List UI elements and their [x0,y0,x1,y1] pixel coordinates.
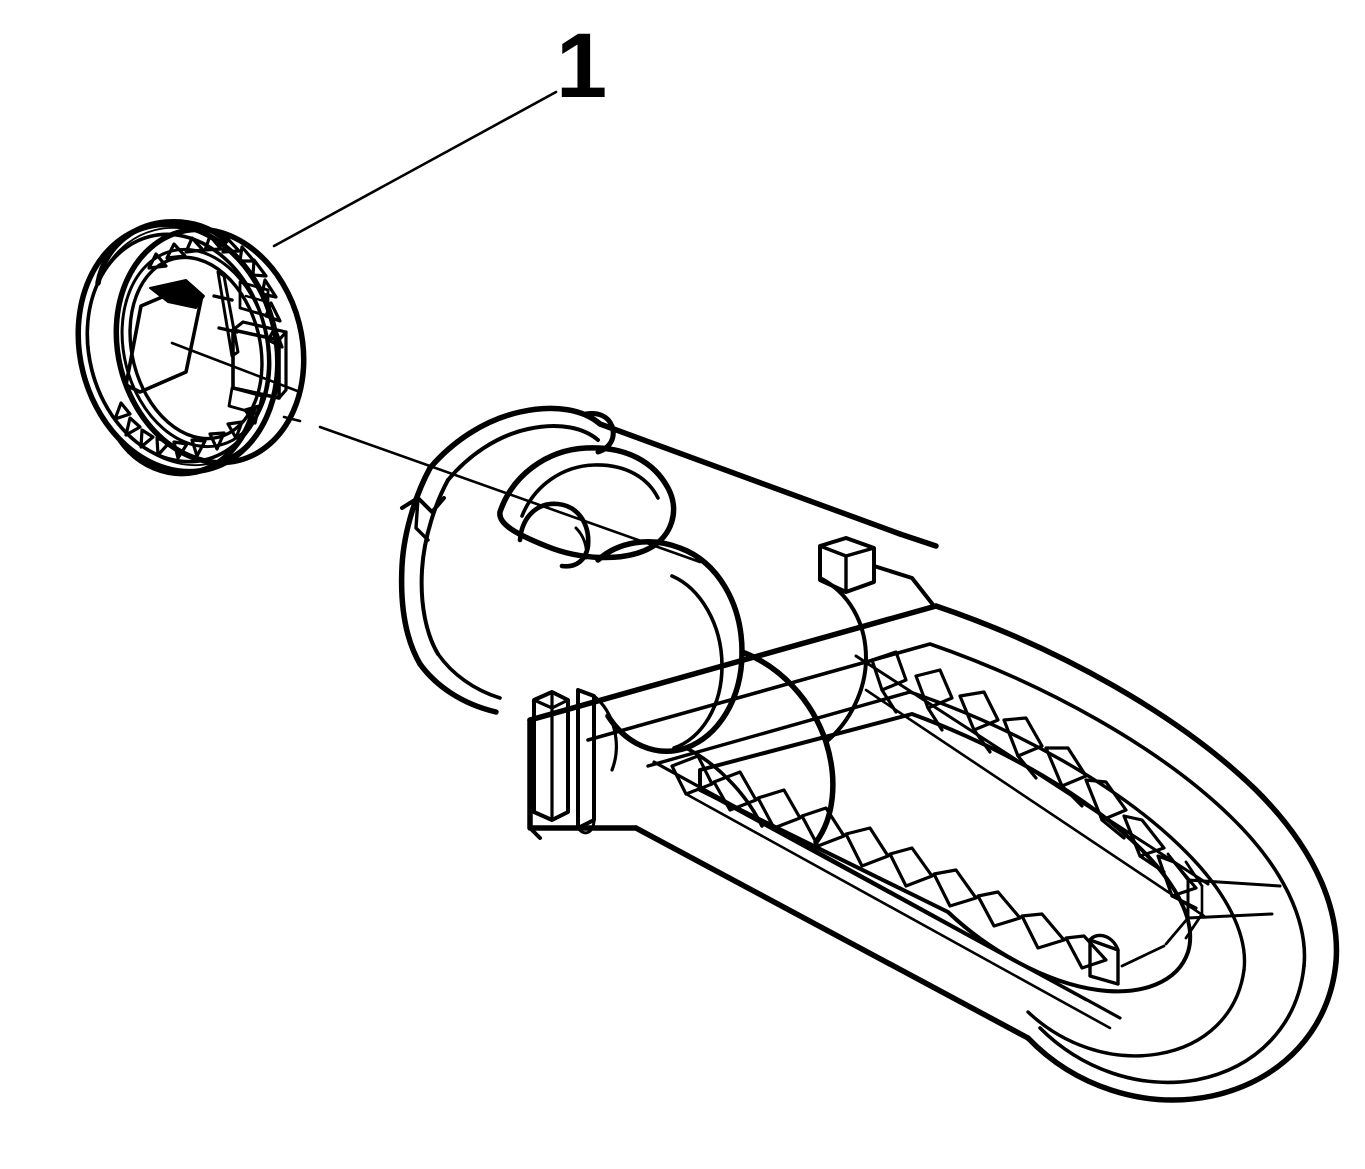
base-deck-inner-edge-right [1038,964,1306,1085]
bezel-lug-block-right-top [231,320,288,342]
base-rim-pad [1088,938,1120,986]
base-right-slot-top [1186,878,1282,888]
cylinder-slot-boss [517,501,591,569]
bezel-rim-hairlines [87,227,281,467]
base-rib-band-outer-guide-b [864,688,1206,918]
bezel-lower-tab [227,386,264,416]
cylinder-top-lug [818,536,876,594]
bezel-pin-rib-collar-b [217,326,239,334]
base-rim-pad-cap [1088,933,1120,952]
base-fin-guide-arc [592,694,618,772]
cylinder-left-bottom-edge [417,661,499,715]
bezel-shaded-wedge [149,279,205,309]
callout-leader-line [272,90,558,248]
base-tab-left-top [532,698,570,710]
cylinder-left-bottom-inner [436,652,502,700]
base-rib-band-inner-guide-b [684,792,1112,1030]
bezel-pin-rib-collar-a [212,294,234,302]
base-rib-band-inner-guide-c [698,788,1088,1002]
base-right-slot-bottom [1186,912,1274,920]
cylinder-left-collar-top [427,405,603,471]
cylinder-slot-inner-lip [520,463,660,518]
cylinder-collar-notch [400,496,446,514]
callout-label-1: 1 [556,15,608,117]
base-cavity-wall-right [1026,968,1246,1058]
bezel-window-notch-line [244,294,266,303]
cylinder-slot-boss-edge [574,526,588,560]
cylinder-collar-notch-inner [414,496,430,542]
bezel-tooth-root-circle [120,247,272,449]
base-outer-wall-upper-right [933,603,1340,965]
bezel-top-depth-edge [95,218,229,286]
bezel-pin-rib [216,270,240,358]
base-tab-left-inner-foot [576,820,596,835]
base-outer-wall-right-end [1025,959,1339,1103]
base-ribs-inner [670,754,1108,970]
cylinder-slot-window [497,445,677,561]
base-left-end-corner [528,826,542,840]
cylinder-lug-shelf [872,564,936,608]
cylinder-left-collar-inner-top [446,424,600,482]
base-deck-inner-edge [586,642,1307,968]
toothed-bezel-ring [75,218,307,477]
bezel-bottom-depth-edge [117,405,257,477]
base-right-web-ribs [1120,852,1204,968]
bezel-rear-rim-outline [113,226,307,466]
base-bottom-long-edge [633,825,1031,1041]
base-cavity-wall-top [646,690,1247,972]
bezel-window-notch [238,280,270,318]
bezel-lug-block-right-side [277,330,288,400]
cylinder-left-collar-outer [398,465,433,667]
cylinder-right-end-face [818,576,868,744]
cylinder-top-edge-right [897,531,939,549]
cylinder-top-edge [597,421,903,537]
oval-base-plate [527,603,1340,1103]
base-rib-band-outer-guide-a [854,654,1210,886]
